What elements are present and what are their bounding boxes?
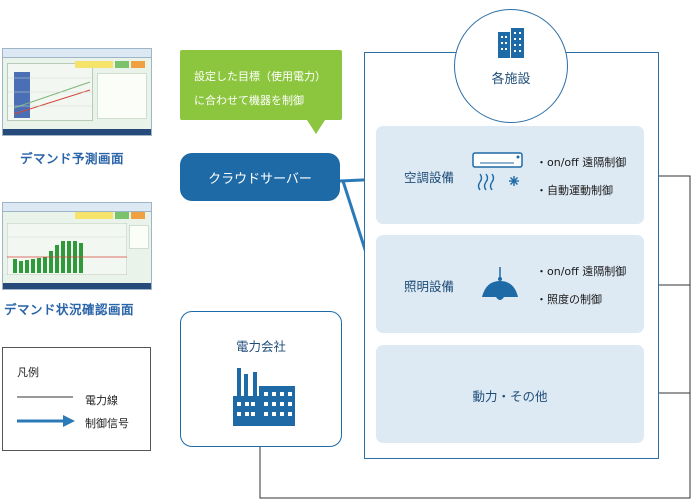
demand-forecast-caption: デマンド予測画面 — [20, 151, 125, 166]
callout-line-2: に合わせて機器を制御 — [194, 94, 304, 107]
control-signal-arrowhead — [63, 415, 75, 427]
lighting-item-illuminance: ・照度の制御 — [536, 293, 602, 306]
air-conditioner-icon — [472, 152, 523, 191]
cloud-server-box: クラウドサーバー — [180, 153, 340, 201]
facility-title: 各施設 — [491, 72, 531, 87]
power-company-box: 電力会社 — [180, 311, 342, 447]
demand-status-screenshot — [2, 202, 152, 290]
aircon-label: 空調設備 — [404, 170, 455, 185]
legend-swatches — [17, 396, 75, 427]
building-icon — [498, 28, 524, 58]
lighting-panel: 照明設備 ・on/off 遠隔制御 ・照度の制御 — [376, 235, 644, 333]
legend: 凡例 電力線 制御信号 — [2, 347, 151, 451]
lighting-label: 照明設備 — [404, 279, 455, 294]
facility-title-circle: 各施設 — [454, 9, 568, 123]
aircon-item-auto: ・自動運動制御 — [536, 184, 613, 197]
factory-icon — [233, 368, 295, 426]
callout-line-1: 設定した目標（使用電力） — [194, 70, 326, 83]
pendant-lamp-icon — [482, 267, 518, 300]
aircon-item-remote: ・on/off 遠隔制御 — [536, 156, 627, 169]
demand-forecast-screenshot — [2, 48, 152, 136]
control-target-callout: 設定した目標（使用電力） に合わせて機器を制御 — [180, 50, 342, 134]
demand-status-caption: デマンド状況確認画面 — [4, 302, 135, 317]
aircon-panel: 空調設備 ・on/off 遠隔制御 ・自動運動制御 — [376, 126, 644, 224]
cloud-server-label: クラウドサーバー — [208, 171, 312, 187]
power-other-label: 動力・その他 — [472, 389, 548, 404]
legend-power-line-label: 電力線 — [85, 394, 118, 407]
legend-title: 凡例 — [17, 366, 39, 379]
power-line-bus — [259, 175, 691, 499]
legend-control-signal-label: 制御信号 — [85, 417, 129, 430]
power-company-label: 電力会社 — [235, 339, 286, 354]
lighting-item-remote: ・on/off 遠隔制御 — [536, 265, 627, 278]
power-other-panel: 動力・その他 — [376, 345, 644, 443]
